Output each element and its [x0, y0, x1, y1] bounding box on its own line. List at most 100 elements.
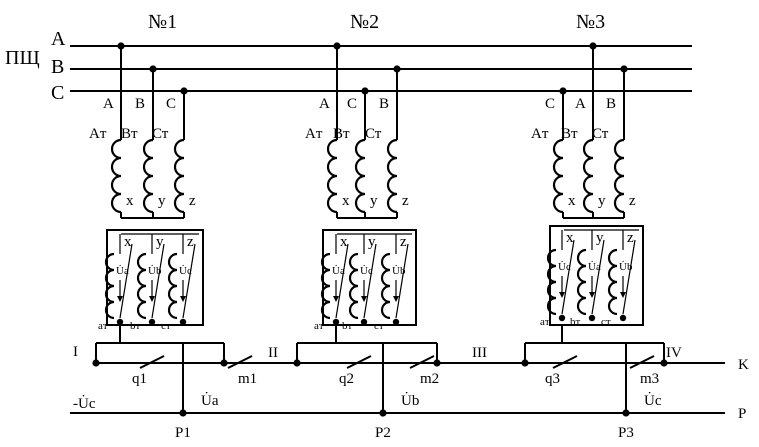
tap-dot: [620, 65, 628, 73]
tap-dot: [117, 42, 125, 50]
crossover-wire: [119, 243, 133, 319]
secondary-coil: [320, 252, 331, 320]
voltage-arrow-head: [180, 296, 186, 302]
crossover-wire: [151, 243, 165, 319]
secondary-terminal: [392, 318, 400, 326]
tap-dot: [149, 65, 157, 73]
secondary-top-label: x: [566, 230, 574, 246]
tap-label: A: [575, 96, 586, 112]
voltage-arrow-head: [333, 296, 339, 302]
tap-dot: [180, 87, 188, 95]
probe-voltage-label: U̇c: [644, 392, 662, 409]
secondary-terminal: [588, 314, 596, 322]
switch-m-label: m1: [238, 371, 257, 387]
phase-voltage-label: U̇b: [619, 261, 633, 273]
tap-label: C: [166, 96, 176, 112]
tap-dot: [393, 65, 401, 73]
phase-voltage-label: U̇c: [360, 265, 373, 277]
tap-label: C: [347, 96, 357, 112]
tap-dot: [333, 42, 341, 50]
crossover-wire: [363, 243, 377, 319]
tap-label: B: [606, 96, 616, 112]
primary-coil: [386, 138, 398, 214]
secondary-terminal: [619, 314, 627, 322]
primary-coil: [613, 138, 625, 214]
output-junction-left: [521, 359, 529, 367]
voltage-arrow-head: [589, 292, 595, 298]
secondary-coil: [104, 252, 115, 320]
primary-bottom-label: x: [568, 193, 576, 209]
output-junction-right: [220, 359, 228, 367]
section-2-label: II: [268, 345, 278, 361]
switch-q-blade: [346, 355, 372, 369]
switch-m-blade: [629, 355, 655, 369]
primary-coil: [173, 138, 185, 214]
secondary-bottom-label: aт: [540, 316, 550, 328]
secondary-top-label: z: [627, 230, 634, 246]
switch-m-label: m3: [640, 371, 659, 387]
secondary-terminal: [558, 314, 566, 322]
voltage-arrow-head: [559, 292, 565, 298]
primary-coil: [110, 138, 122, 214]
primary-top-label: Ст: [592, 126, 609, 142]
voltage-arrow-head: [149, 296, 155, 302]
phase-voltage-label: U̇b: [392, 265, 406, 277]
lower-lines: I II III IV K P -U̇c: [70, 344, 749, 422]
secondary-top-label: y: [368, 234, 376, 250]
primary-coil: [142, 138, 154, 214]
primary-coil: [354, 138, 366, 214]
switch-q-blade: [552, 355, 578, 369]
primary-bottom-label: y: [158, 193, 166, 209]
secondary-coil: [576, 248, 587, 316]
primary-bottom-label: z: [402, 193, 409, 209]
output-junction-right: [660, 359, 668, 367]
primary-coil: [582, 138, 594, 214]
primary-top-label: Aт: [89, 126, 107, 142]
primary-bottom-label: z: [629, 193, 636, 209]
tap-label: A: [319, 96, 330, 112]
primary-top-label: Ст: [152, 126, 169, 142]
secondary-terminal: [179, 318, 187, 326]
crossover-wire: [335, 243, 349, 319]
primary-top-label: Вт: [333, 126, 350, 142]
secondary-terminal: [116, 318, 124, 326]
switch-m-blade: [409, 355, 435, 369]
voltage-arrow-head: [117, 296, 123, 302]
switch-q-label: q3: [545, 371, 560, 387]
secondary-coil: [167, 252, 178, 320]
probe-junction: [379, 409, 387, 417]
primary-top-label: Вт: [121, 126, 138, 142]
secondary-bottom-label: cт: [601, 316, 611, 328]
primary-bottom-label: y: [598, 193, 606, 209]
crossover-wire: [182, 243, 196, 319]
secondary-coil: [348, 252, 359, 320]
output-junction-left: [293, 359, 301, 367]
probe-voltage-label: U̇b: [401, 392, 419, 409]
crossover-wire: [561, 239, 575, 315]
voltage-arrow-head: [620, 292, 626, 298]
unit-number: №1: [148, 11, 177, 33]
busbars: ПЩ A B C: [5, 28, 692, 104]
line-p-label: P: [738, 406, 746, 422]
tap-label: C: [545, 96, 555, 112]
secondary-top-label: z: [187, 234, 194, 250]
primary-bottom-label: y: [370, 193, 378, 209]
switch-m-blade: [227, 355, 253, 369]
primary-bottom-label: x: [342, 193, 350, 209]
primary-top-label: Вт: [561, 126, 578, 142]
secondary-bottom-label: aт: [98, 320, 108, 332]
switch-q-label: q2: [339, 371, 354, 387]
secondary-top-label: x: [124, 234, 132, 250]
phase-voltage-label: U̇a: [588, 261, 601, 273]
probe-voltage-label: U̇a: [201, 392, 219, 409]
probe-label: P3: [618, 425, 634, 441]
secondary-top-label: y: [596, 230, 604, 246]
voltage-arrow-head: [393, 296, 399, 302]
unit-number: №2: [350, 11, 379, 33]
